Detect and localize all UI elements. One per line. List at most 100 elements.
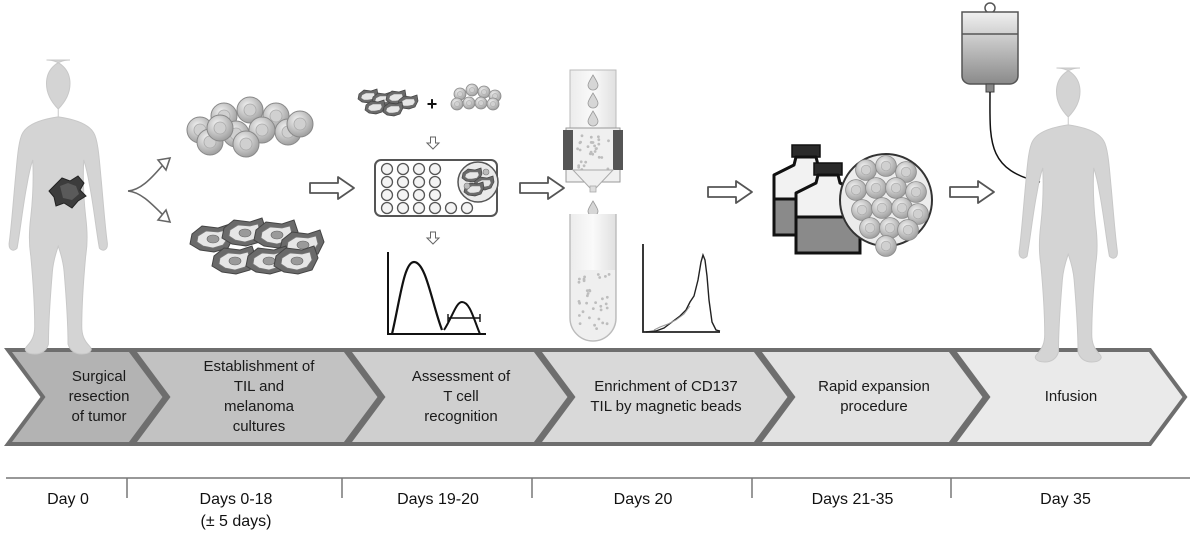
arrow-icon [309,176,355,200]
arrow-icon [707,180,753,204]
bead-dot [595,327,598,330]
bead-dot [580,134,584,138]
bead-dot [579,140,582,144]
bead-dot [586,292,590,295]
step-label-establishment: Establishment of TIL and melanoma cultur… [203,358,315,435]
bead-dot [597,155,601,159]
expanded-cell [871,197,893,219]
expanded-cell [845,179,867,201]
expanded-cell [879,217,901,239]
timeline-day-label: Days 21-35 [811,491,894,508]
bead-dot [577,280,581,284]
bead-dot [586,145,590,149]
magnetic-column-icon [563,69,623,193]
timeline-day-label: Day 35 [1040,491,1091,508]
well-plate-icon [374,159,499,217]
bead-dot [607,273,611,276]
expanded-cell [875,155,897,177]
bead-dot [597,142,601,146]
magnified-cells-icon [839,153,933,257]
timeline-day-label: Day 0 [47,491,89,508]
expanded-cell [859,217,881,239]
bead-dot [585,301,588,305]
expanded-cell [897,219,919,241]
bead-dot [586,294,589,298]
bead-dot [593,144,596,148]
bead-dot [601,321,605,325]
bead-dot [584,160,588,164]
plate-well [428,162,442,176]
step-label-assessment: Assessment of T cell recognition [411,368,511,425]
bead-dot [582,164,586,168]
step-label-infusion: Infusion [1044,388,1098,405]
bead-dot [578,277,581,281]
plate-well [428,201,442,215]
split-arrow-icon [127,156,172,224]
chevron-step-3 [344,348,573,446]
plate-well [380,175,394,189]
timeline-day-label: Days 0-18 [199,491,273,508]
arrow-icon [519,176,565,200]
bead-dot [604,275,607,278]
chevron-step-1 [4,348,168,446]
timeline-day-label: Days 20 [613,491,673,508]
down-arrow-icon [426,136,440,150]
arrow-icon [949,180,995,204]
bead-dot [604,302,608,306]
timeline-day-label: Days 19-20 [397,491,479,508]
patient-figure-icon [8,59,108,355]
bead-dot [597,317,601,321]
bead-dot [597,138,601,142]
plate-well [396,175,410,189]
plate-well [396,201,410,215]
iv-bag-icon [961,2,1041,183]
bead-dot [598,276,602,279]
expanded-cell [855,159,877,181]
bead-dot [583,275,586,279]
bead-dot [605,322,609,326]
plate-well [412,162,426,176]
expanded-cell [885,177,907,199]
plate-well [428,175,442,189]
bead-dot [585,289,589,292]
bead-dot [590,141,594,144]
step-label-enrichment: Enrichment of CD137 TIL by magnetic bead… [590,378,742,415]
bead-dot [588,152,592,156]
histogram-icon [387,252,486,335]
bead-dot [607,139,610,143]
timeline-axis [6,477,1190,498]
plus-sign: + [427,94,438,114]
plate-well [444,201,458,215]
bead-dot [582,279,586,283]
bead-dot [599,304,603,308]
plate-well [380,188,394,202]
bead-dot [597,135,600,139]
bead-dot [595,147,598,150]
tumor-icon [48,175,87,209]
chevron-step-4 [534,348,793,446]
melanoma-cells-icon [189,217,325,275]
bead-dot [605,295,609,299]
step-label-surgical-resection: Surgical resection of tumor [68,368,130,425]
bead-dot [581,310,585,314]
bead-dot [576,147,579,151]
expanded-cell [865,177,887,199]
expanded-cell [905,181,927,203]
bead-dot [578,314,581,317]
bead-dot [591,152,595,156]
bead-dot [601,297,604,301]
timeline-day-sublabel: (± 5 days) [200,513,272,530]
bead-dot [588,316,591,320]
plate-well [396,188,410,202]
bead-dot [578,301,581,305]
chevron-step-2 [129,348,383,446]
til-cells-icon [186,96,314,158]
test-tube-icon [569,214,617,342]
bead-dot [578,148,582,152]
chevron-step-6 [949,348,1188,446]
bead-dot [594,301,597,304]
bead-dot [578,322,582,325]
bead-dot [591,307,595,310]
plate-well [412,188,426,202]
flow-histogram-icon [642,244,721,333]
